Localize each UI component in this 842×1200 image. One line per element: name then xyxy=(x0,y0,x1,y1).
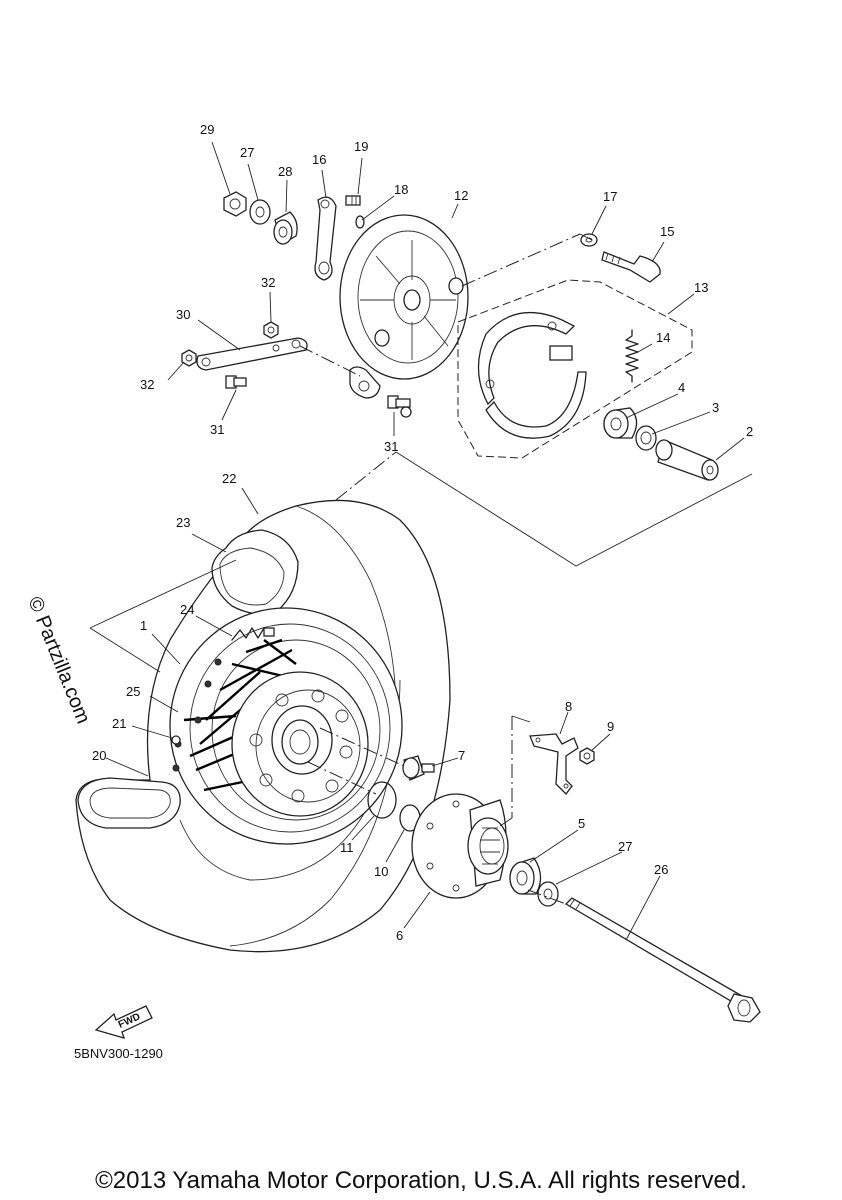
spokes xyxy=(183,638,301,792)
callout-27-upper: 27 xyxy=(240,145,254,160)
callout-4: 4 xyxy=(678,380,685,395)
watermark: © Partzilla.com xyxy=(23,594,94,727)
part-24-spoke-nipple[interactable] xyxy=(231,627,275,641)
part-25-spoke-set[interactable] xyxy=(172,658,222,772)
part-14-spring[interactable] xyxy=(625,329,639,383)
part-31-bolt-left[interactable] xyxy=(225,375,247,389)
part-19-bolt[interactable] xyxy=(345,195,361,206)
part-31-bolt-right[interactable] xyxy=(387,395,412,418)
callout-26: 26 xyxy=(654,862,668,877)
part-16-cam-lever[interactable] xyxy=(314,196,337,281)
callout-19: 19 xyxy=(354,139,368,154)
alignment-lines xyxy=(89,233,753,905)
part-7-damper-bolt[interactable] xyxy=(402,755,435,781)
part-13-brake-shoe-kit[interactable] xyxy=(457,279,693,459)
callout-25: 25 xyxy=(126,684,140,699)
callout-1: 1 xyxy=(140,618,147,633)
part-15-brake-camshaft[interactable] xyxy=(601,251,661,283)
callout-18: 18 xyxy=(394,182,408,197)
callout-5: 5 xyxy=(578,816,585,831)
part-2-collar[interactable] xyxy=(655,439,719,481)
callout-6: 6 xyxy=(396,928,403,943)
part-26-axle[interactable] xyxy=(564,897,761,1023)
callout-11: 11 xyxy=(340,840,354,855)
callout-12: 12 xyxy=(454,188,468,203)
part-4-bearing[interactable] xyxy=(603,407,638,439)
callout-2: 2 xyxy=(746,424,753,439)
callout-31-left: 31 xyxy=(210,422,224,437)
callout-21: 21 xyxy=(112,716,126,731)
part-21-nut[interactable] xyxy=(171,735,181,745)
part-18-seal[interactable] xyxy=(355,215,365,229)
part-30-tension-bar[interactable] xyxy=(196,337,308,371)
callout-16: 16 xyxy=(312,152,326,167)
callout-32-lower: 32 xyxy=(140,377,154,392)
part-11-o-ring[interactable] xyxy=(367,781,397,819)
callout-30: 30 xyxy=(176,307,190,322)
callout-10: 10 xyxy=(374,864,388,879)
part-3-oil-seal[interactable] xyxy=(635,425,657,451)
part-27-washer-lower[interactable] xyxy=(537,881,559,907)
callout-13: 13 xyxy=(694,280,708,295)
wheel-group xyxy=(75,499,761,1023)
part-6-clutch-hub[interactable] xyxy=(411,793,509,899)
callout-numbers: 29 27 28 16 19 18 12 17 15 13 14 4 3 2 3… xyxy=(92,122,753,943)
callout-27-lower: 27 xyxy=(618,839,632,854)
brake-assembly-group xyxy=(181,191,719,481)
copyright-notice: ©2013 Yamaha Motor Corporation, U.S.A. A… xyxy=(95,1167,747,1194)
forward-direction-arrow: FWD xyxy=(94,1005,153,1039)
diagram-code: 5BNV300-1290 xyxy=(74,1046,163,1061)
part-5-bearing[interactable] xyxy=(509,857,542,895)
part-8-bracket[interactable] xyxy=(529,733,579,795)
part-9-nut[interactable] xyxy=(579,747,595,765)
part-32-nut-upper[interactable] xyxy=(263,321,279,339)
callout-14: 14 xyxy=(656,330,670,345)
wheel-hub[interactable] xyxy=(231,671,369,817)
callout-8: 8 xyxy=(565,699,572,714)
callout-7: 7 xyxy=(458,748,465,763)
callout-20: 20 xyxy=(92,748,106,763)
callout-15: 15 xyxy=(660,224,674,239)
part-28-collar[interactable] xyxy=(273,211,298,245)
callout-28: 28 xyxy=(278,164,292,179)
callout-3: 3 xyxy=(712,400,719,415)
callout-17: 17 xyxy=(603,189,617,204)
part-27-washer-upper[interactable] xyxy=(249,199,271,225)
part-20-tube[interactable] xyxy=(77,777,181,829)
callout-22: 22 xyxy=(222,471,236,486)
callout-24: 24 xyxy=(180,602,194,617)
part-29-nut[interactable] xyxy=(223,191,247,217)
callout-29: 29 xyxy=(200,122,214,137)
callout-23: 23 xyxy=(176,515,190,530)
callout-9: 9 xyxy=(607,719,614,734)
part-32-nut-lower[interactable] xyxy=(181,349,197,367)
callout-32-upper: 32 xyxy=(261,275,275,290)
callout-leaders xyxy=(105,141,745,941)
callout-31-right: 31 xyxy=(384,439,398,454)
part-12-brake-shoe-plate[interactable] xyxy=(339,214,469,399)
